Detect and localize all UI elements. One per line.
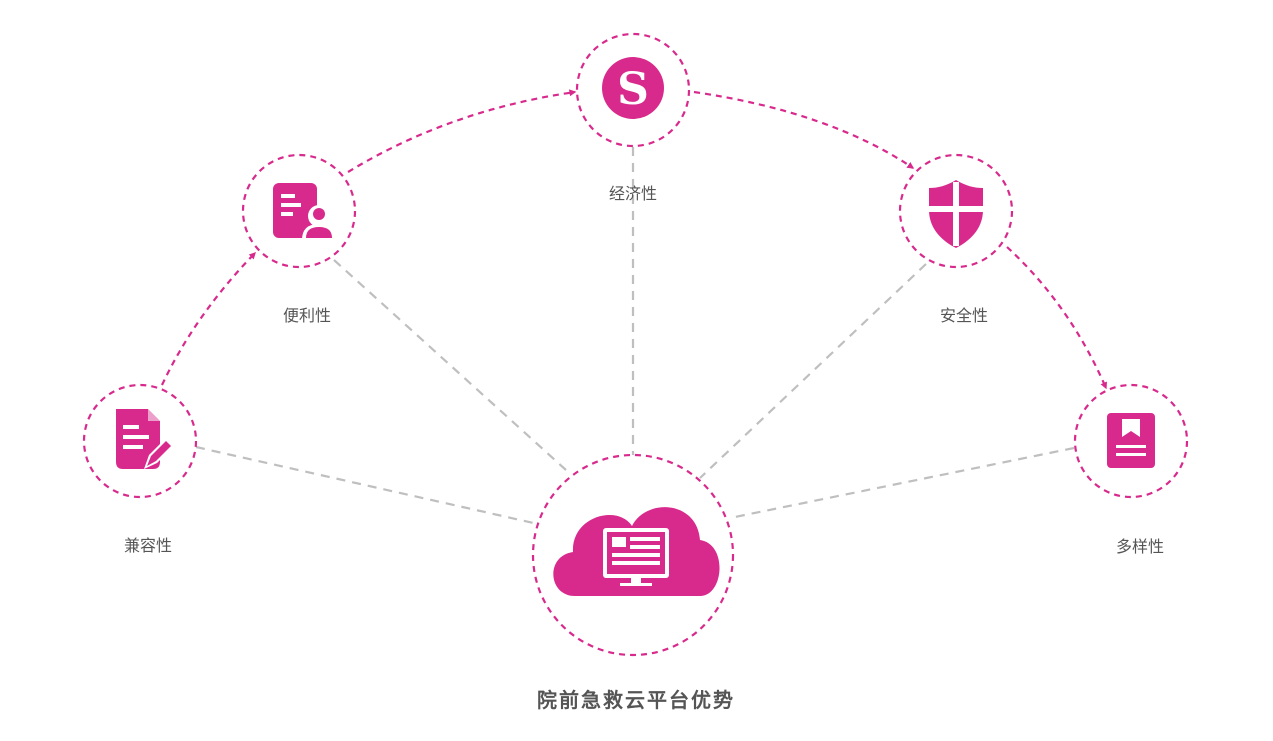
connector-compatibility bbox=[195, 445, 539, 526]
ring-diversity bbox=[1073, 383, 1189, 499]
connector-diversity bbox=[729, 446, 1075, 520]
connector-security bbox=[699, 263, 927, 479]
connector-convenience bbox=[333, 259, 567, 471]
label-compatibility: 兼容性 bbox=[123, 536, 173, 555]
arrow-convenience-to-economy bbox=[347, 89, 577, 173]
ring-economy bbox=[575, 32, 691, 148]
ring-security bbox=[898, 153, 1014, 269]
arrow-economy-to-security bbox=[693, 90, 915, 169]
arrow-compatibility-to-convenience bbox=[161, 251, 256, 386]
ring-compatibility bbox=[82, 383, 198, 499]
connector-lines bbox=[195, 147, 1075, 526]
label-diversity: 多样性 bbox=[1115, 537, 1165, 556]
flow-arrows bbox=[161, 89, 1108, 390]
label-security: 安全性 bbox=[939, 306, 989, 325]
label-economy: 经济性 bbox=[608, 184, 658, 203]
node-rings bbox=[82, 32, 1189, 657]
arrow-security-to-diversity bbox=[1006, 246, 1108, 390]
diagram-title: 院前急救云平台优势 bbox=[537, 688, 735, 712]
ring-convenience bbox=[241, 153, 357, 269]
label-convenience: 便利性 bbox=[282, 306, 332, 325]
ring-center bbox=[531, 453, 735, 657]
